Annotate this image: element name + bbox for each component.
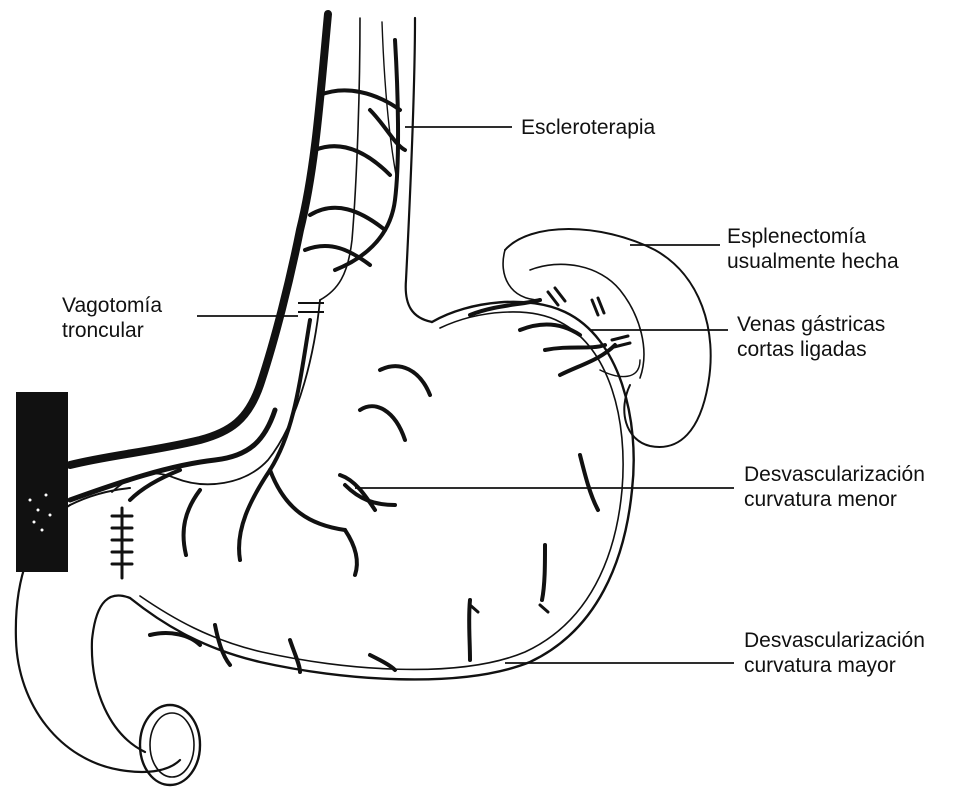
label-venas-gastricas: Venas gástricas cortas ligadas <box>737 312 885 362</box>
duodenum-cross-section-inner <box>150 713 194 777</box>
lesser-curvature-branch <box>380 366 430 395</box>
short-gastric-branch <box>545 345 605 350</box>
greater-curvature-branch <box>150 633 200 645</box>
esophageal-branch <box>320 90 400 110</box>
label-desv-mayor-line2: curvatura mayor <box>744 653 925 678</box>
lesser-curvature-branch <box>345 530 357 575</box>
label-desv-mayor-line1: Desvascularización <box>744 628 925 653</box>
label-vagotomia-line1: Vagotomía <box>62 293 162 318</box>
esophageal-branch <box>315 146 390 175</box>
lesser-curvature-branch <box>239 470 270 560</box>
label-desvascularizacion-mayor: Desvascularización curvatura mayor <box>744 628 925 678</box>
short-gastric-branch <box>520 325 580 335</box>
greater-curvature-branch <box>580 455 598 510</box>
esophageal-branch <box>310 208 385 230</box>
greater-curvature-branch <box>215 625 230 665</box>
greater-curvature-inner <box>140 312 623 669</box>
suture-line <box>112 508 132 578</box>
lesser-curvature-branch <box>340 475 375 510</box>
lesser-curvature-branch <box>270 470 345 530</box>
label-vagotomia-line2: troncular <box>62 318 162 343</box>
esophageal-varix-main <box>70 14 328 465</box>
lesser-curvature-branch <box>360 406 405 440</box>
label-venas-line1: Venas gástricas <box>737 312 885 337</box>
greater-curvature-branch <box>542 545 545 600</box>
label-desvascularizacion-menor: Desvascularización curvatura menor <box>744 462 925 512</box>
lesser-curvature-branch <box>184 490 200 555</box>
label-desv-menor-line2: curvatura menor <box>744 487 925 512</box>
spleen-inner <box>503 250 644 378</box>
label-desv-menor-line1: Desvascularización <box>744 462 925 487</box>
duodenum-upper <box>92 595 145 752</box>
label-vagotomia: Vagotomía troncular <box>62 293 162 343</box>
label-esplenectomia: Esplenectomía usualmente hecha <box>727 224 899 274</box>
label-escleroterapia: Escleroterapia <box>521 115 655 140</box>
duodenum-cross-section-outer <box>140 705 200 785</box>
label-escleroterapia-text: Escleroterapia <box>521 115 655 140</box>
esophagus-right-wall <box>406 18 432 322</box>
greater-curvature-branch <box>469 600 470 660</box>
label-esplenectomia-line2: usualmente hecha <box>727 249 899 274</box>
label-venas-line2: cortas ligadas <box>737 337 885 362</box>
spleen-outline <box>505 229 711 447</box>
portal-vein <box>16 392 68 572</box>
greater-curvature-outer <box>130 302 634 680</box>
label-esplenectomia-line1: Esplenectomía <box>727 224 899 249</box>
